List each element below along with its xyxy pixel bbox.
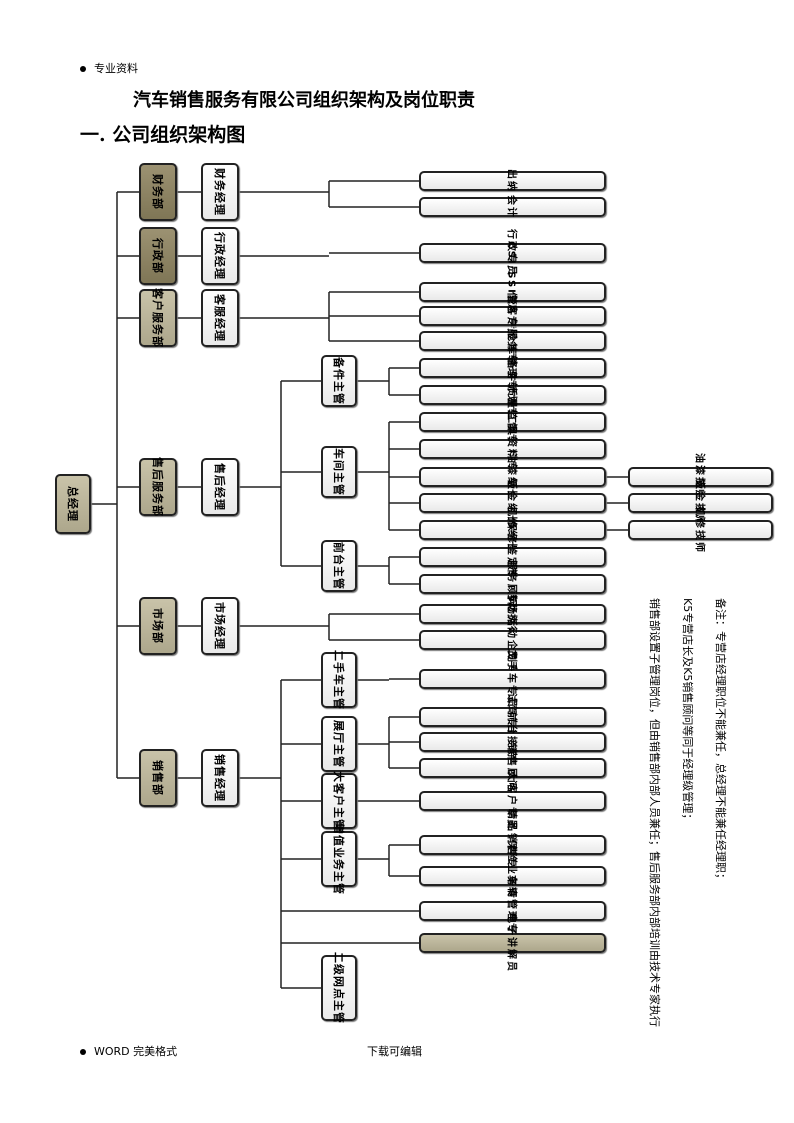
technician-node: 机修技师 bbox=[628, 506, 773, 554]
supervisor-node-label: 增值业务主管 bbox=[332, 823, 345, 895]
supervisor-node: 二级网点主管 bbox=[321, 952, 357, 1024]
technician-node: 钣金技师 bbox=[628, 479, 773, 527]
supervisor-node: 二手车主管 bbox=[321, 650, 357, 710]
staff-node: 大客户专员 bbox=[419, 771, 606, 831]
header-label: 专业资料 bbox=[80, 60, 138, 76]
staff-node: 会计 bbox=[419, 195, 606, 219]
dept-market-label: 市场部 bbox=[151, 608, 164, 644]
supervisor-node: 车间主管 bbox=[321, 446, 357, 498]
note-line: 销售部设置子管理岗位，但由销售部内部人员兼任；售后服务部内部培训由技术专家执行 bbox=[648, 598, 661, 1027]
staff-node: 质量监督专员 bbox=[419, 386, 606, 458]
staff-node: 行政专员 bbox=[419, 229, 606, 277]
technician-node: 油漆技师 bbox=[628, 453, 773, 501]
supervisor-node-label: 备件主管 bbox=[332, 357, 345, 405]
dept-sales-label: 销售部 bbox=[151, 760, 164, 796]
staff-node: 服务顾问 bbox=[419, 560, 606, 608]
supervisor-node: 增值业务主管 bbox=[321, 823, 357, 895]
manager-admin-label: 行政经理 bbox=[213, 232, 226, 280]
supervisor-node-label: 大客户主管 bbox=[332, 771, 345, 831]
bullet-icon bbox=[80, 66, 86, 72]
chart-note: 备注：专营店经理职位不能兼任，总经理不能兼任经理职； K5专营店长及K5销售顾问… bbox=[638, 598, 737, 1027]
footer-left-text: WORD 完美格式 bbox=[94, 1045, 178, 1058]
staff-node: 前台接待员 bbox=[419, 712, 606, 772]
manager-market-label: 市场经理 bbox=[213, 602, 226, 650]
footer-right: 下载可编辑 bbox=[367, 1045, 422, 1058]
staff-node: 精品销售专员 bbox=[419, 809, 606, 881]
manager-sales-label: 销售经理 bbox=[213, 754, 226, 802]
staff-node: 试驾专员 bbox=[419, 693, 606, 741]
staff-node: 保险业务专员 bbox=[419, 840, 606, 912]
staff-node: 仓库管理专员 bbox=[419, 332, 606, 404]
dept-finance: 财务部 bbox=[139, 163, 177, 221]
staff-node: 钣金组长 bbox=[419, 479, 606, 527]
staff-node: 油漆组长 bbox=[419, 453, 606, 501]
manager-admin: 行政经理 bbox=[201, 227, 239, 285]
staff-node: 信息专员 bbox=[419, 292, 606, 340]
manager-cs: 客服经理 bbox=[201, 289, 239, 347]
manager-cs-label: 客服经理 bbox=[213, 294, 226, 342]
manager-aftersales: 售后经理 bbox=[201, 458, 239, 516]
supervisor-node-label: 前台主管 bbox=[332, 542, 345, 590]
bullet-icon bbox=[80, 1049, 86, 1055]
dept-admin: 行政部 bbox=[139, 227, 177, 285]
supervisor-node-label: 展厅主管 bbox=[332, 720, 345, 768]
staff-node: 备件计划专员 bbox=[419, 359, 606, 431]
staff-node: 电子讲解员 bbox=[419, 913, 606, 973]
dept-cs: 客户服务部 bbox=[139, 288, 177, 348]
staff-node: 市场活动执行专员 bbox=[419, 566, 606, 662]
section-heading: 一. 公司组织架构图 bbox=[80, 124, 246, 146]
supervisor-node: 备件主管 bbox=[321, 355, 357, 407]
supervisor-node: 大客户主管 bbox=[321, 771, 357, 831]
dept-aftersales-label: 售后服务部 bbox=[151, 457, 164, 517]
header-label-text: 专业资料 bbox=[94, 62, 138, 75]
root-node-label: 总经理 bbox=[66, 486, 79, 522]
staff-node: 销售顾问 bbox=[419, 744, 606, 792]
staff-node-label: 电子讲解员 bbox=[505, 913, 516, 973]
staff-node: 工具资料专员 bbox=[419, 413, 606, 485]
manager-market: 市场经理 bbox=[201, 597, 239, 655]
note-line: K5专营店长及K5销售顾问等同于经理级管理； bbox=[681, 598, 694, 825]
staff-node: 市场活动企划专员 bbox=[419, 592, 606, 688]
footer-left: WORD 完美格式 bbox=[80, 1043, 177, 1059]
supervisor-node: 前台主管 bbox=[321, 540, 357, 592]
staff-node-label: 服务顾问 bbox=[505, 560, 516, 608]
staff-node: CSI/SSI管理专员 bbox=[419, 241, 606, 343]
dept-aftersales: 售后服务部 bbox=[139, 457, 177, 517]
staff-node: 客户服务专员 bbox=[419, 305, 606, 377]
staff-node: 保修鉴定专员 bbox=[419, 521, 606, 593]
manager-finance: 财务经理 bbox=[201, 163, 239, 221]
dept-finance-label: 财务部 bbox=[151, 174, 164, 210]
staff-node: 车辆管理专员 bbox=[419, 875, 606, 947]
staff-node-label: 会计 bbox=[505, 195, 516, 219]
supervisor-node-label: 二级网点主管 bbox=[332, 952, 345, 1024]
supervisor-node-label: 二手车主管 bbox=[332, 650, 345, 710]
root-node: 总经理 bbox=[55, 474, 91, 534]
dept-admin-label: 行政部 bbox=[151, 238, 164, 274]
dept-market: 市场部 bbox=[139, 597, 177, 655]
note-line: 备注：专营店经理职位不能兼任，总经理不能兼任经理职； bbox=[714, 598, 727, 884]
page-title: 汽车销售服务有限公司组织架构及岗位职责 bbox=[133, 90, 475, 111]
staff-node: 二手车专员 bbox=[419, 649, 606, 709]
manager-sales: 销售经理 bbox=[201, 749, 239, 807]
dept-sales: 销售部 bbox=[139, 749, 177, 807]
staff-node: 机修组长 bbox=[419, 506, 606, 554]
dept-cs-label: 客户服务部 bbox=[151, 288, 164, 348]
staff-node: 出纳 bbox=[419, 169, 606, 193]
technician-node-label: 机修技师 bbox=[693, 506, 704, 554]
supervisor-node-label: 车间主管 bbox=[332, 448, 345, 496]
manager-aftersales-label: 售后经理 bbox=[213, 463, 226, 511]
manager-finance-label: 财务经理 bbox=[213, 168, 226, 216]
staff-node-label: 出纳 bbox=[505, 169, 516, 193]
supervisor-node: 展厅主管 bbox=[321, 716, 357, 772]
